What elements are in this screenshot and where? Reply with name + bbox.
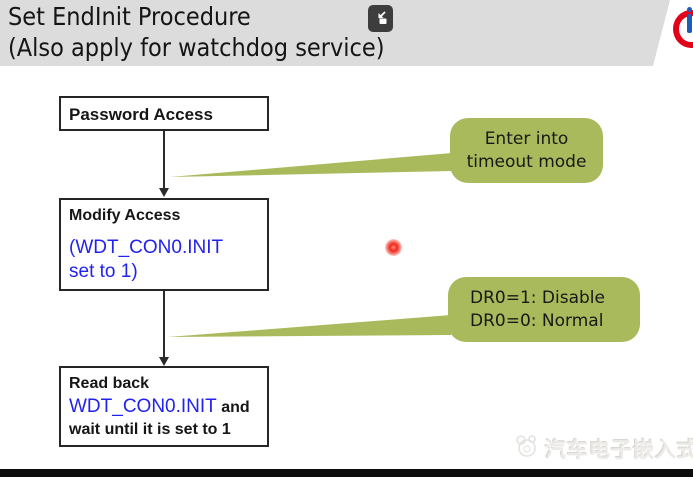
slide-title-line1: Set EndInit Procedure (8, 2, 251, 31)
register-text: set to 1) (69, 261, 138, 282)
laser-pointer-dot (385, 239, 402, 256)
arrow-head-2-icon (158, 357, 169, 366)
bottom-bar (0, 469, 693, 477)
callout-tail-2 (168, 315, 451, 337)
arrow-head-1-icon (158, 188, 169, 197)
box-line: wait until it is set to 1 (69, 421, 231, 438)
watermark: 汽车电子嵌入式 (513, 433, 693, 464)
callout-timeout-mode: Enter into timeout mode (450, 118, 603, 183)
callout-line: Enter into (484, 128, 569, 149)
callout-line: DR0=1: Disable (470, 287, 605, 308)
logo-blue-i-stem-icon (687, 14, 692, 33)
shrink-restore-button[interactable] (368, 5, 393, 32)
watermark-text: 汽车电子嵌入式 (545, 437, 693, 462)
register-text: WDT_CON0.INIT (69, 396, 217, 417)
slide-title-bar (0, 0, 670, 66)
box-line-suffix: and (216, 399, 250, 416)
logo-blue-i-dot-icon (687, 7, 692, 12)
register-text: (WDT_CON0.INIT (69, 237, 224, 258)
flow-box-modify-access: Modify Access (WDT_CON0.INIT set to 1) (59, 198, 269, 291)
callout-line: timeout mode (466, 151, 587, 172)
box-line: Read back (69, 375, 150, 392)
infineon-partial-logo (670, 4, 693, 56)
watermark-logo-icon (513, 433, 541, 464)
box-line: WDT_CON0.INIT and (69, 395, 259, 419)
arrow-line-2 (163, 291, 165, 357)
box-title: Password Access (69, 105, 213, 124)
callout-tail-1 (170, 153, 452, 177)
logo-red-ring-icon (673, 10, 693, 48)
shrink-restore-icon (372, 9, 389, 29)
box-title: Modify Access (69, 207, 181, 224)
callout-dr0-values: DR0=1: Disable DR0=0: Normal (448, 277, 640, 342)
arrow-line-1 (163, 131, 165, 188)
callout-line: DR0=0: Normal (470, 310, 604, 331)
flow-box-password-access: Password Access (59, 96, 269, 131)
flow-box-read-back: Read back WDT_CON0.INIT and wait until i… (59, 366, 269, 447)
slide-title-line2: (Also apply for watchdog service) (8, 33, 385, 62)
